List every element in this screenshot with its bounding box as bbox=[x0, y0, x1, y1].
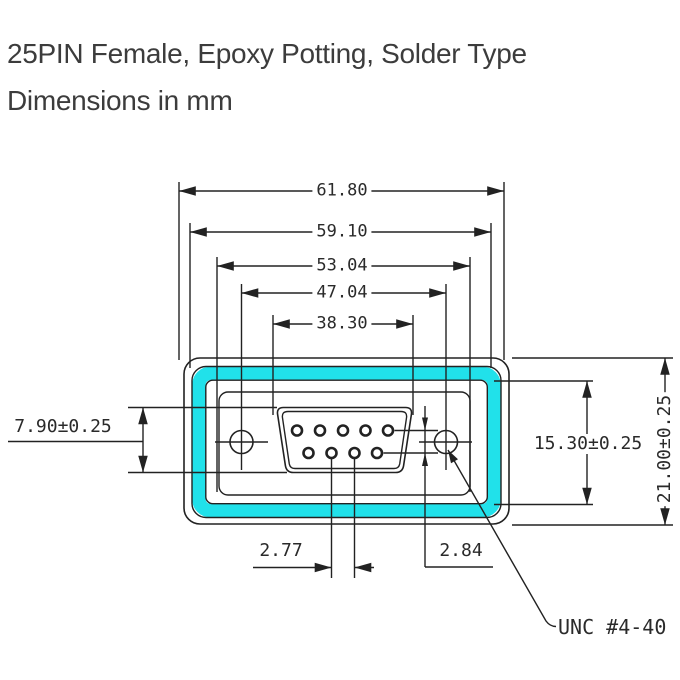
diagram-title: 25PIN Female, Epoxy Potting, Solder Type bbox=[7, 38, 527, 69]
connector-body bbox=[183, 357, 510, 525]
dim-label-inner-height: 15.30±0.25 bbox=[530, 434, 646, 454]
dim-label-pin-pitch: 2.77 bbox=[259, 540, 303, 561]
dim-label-d-opening-height: 7.90±0.25 bbox=[14, 416, 112, 437]
dim-label-width-5: 38.30 bbox=[312, 314, 372, 334]
thread-spec-label: UNC #4-40 bbox=[558, 615, 667, 639]
dim-label-width-1: 61.80 bbox=[312, 181, 372, 201]
dim-label-row-spacing: 2.84 bbox=[439, 540, 483, 561]
dim-label-outer-height: 21.00±0.25 bbox=[654, 391, 675, 507]
dim-label-width-4: 47.04 bbox=[312, 283, 372, 303]
dim-d-opening-height-lines bbox=[8, 406, 287, 474]
diagram-subtitle-units: Dimensions in mm bbox=[7, 85, 233, 116]
dim-label-width-2: 59.10 bbox=[312, 222, 372, 242]
mounting-hole-right bbox=[419, 429, 472, 455]
dim-label-width-3: 53.04 bbox=[312, 256, 372, 276]
dim-pin-pitch-lines bbox=[253, 459, 374, 578]
dim-row-spacing-lines bbox=[383, 406, 493, 568]
pin-holes bbox=[290, 424, 395, 460]
mounting-hole-left bbox=[215, 429, 268, 455]
extension-lines bbox=[178, 182, 505, 492]
d-sub-opening bbox=[276, 406, 413, 474]
gasket-band bbox=[192, 366, 501, 518]
thread-callout-leader bbox=[447, 449, 557, 628]
